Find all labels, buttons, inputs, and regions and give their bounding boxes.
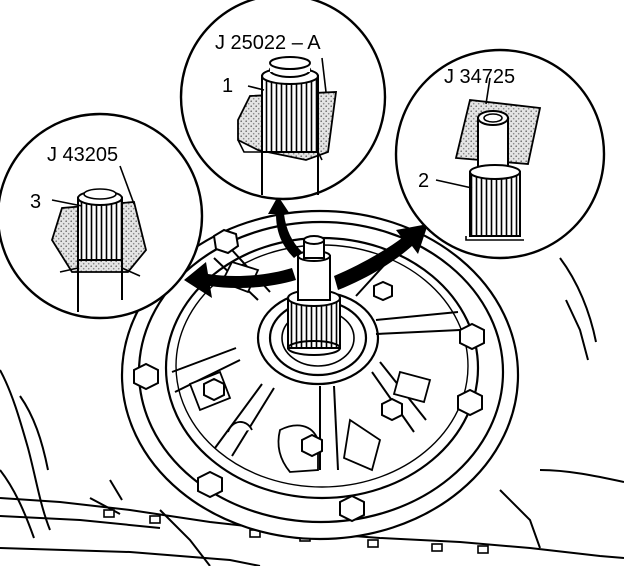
stator-shaft — [287, 235, 341, 356]
tool-label-j25022a: J 25022 – A — [215, 32, 321, 54]
pump-bolts — [133, 228, 485, 523]
detail-circle-right — [394, 48, 606, 260]
detail-circle-upper — [179, 0, 387, 201]
detail-circle-left — [0, 112, 204, 320]
direction-arrows — [184, 196, 428, 298]
tool-label-j34725: J 34725 — [444, 66, 516, 88]
callout-1: 1 — [222, 75, 234, 97]
callout-3: 3 — [30, 191, 42, 213]
callout-2: 2 — [418, 170, 430, 192]
tool-label-j43205: J 43205 — [47, 144, 119, 166]
